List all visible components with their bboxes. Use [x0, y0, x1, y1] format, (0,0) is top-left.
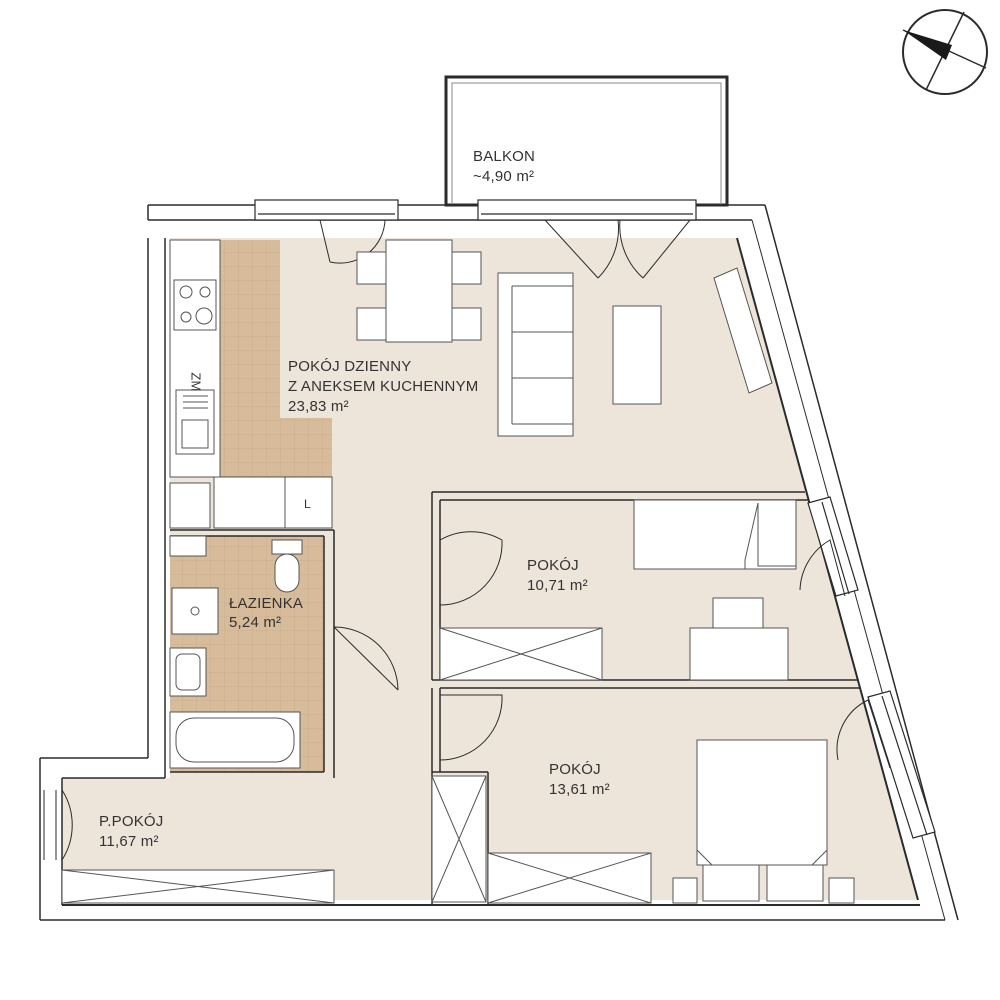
kitchen-tiles	[220, 240, 332, 477]
desk	[689, 627, 789, 681]
doors	[61, 219, 891, 861]
tv-cabinet	[713, 267, 773, 394]
pillow	[702, 864, 760, 902]
balcony-name: BALKON	[473, 148, 536, 165]
coffee-table	[612, 305, 662, 405]
washer	[169, 535, 207, 557]
north-arrow-icon	[902, 9, 988, 95]
bathroom-name: ŁAZIENKA	[229, 595, 304, 612]
living-room-name-line2: Z ANEKSEM KUCHENNYM	[288, 378, 479, 395]
right-windows	[807, 496, 936, 839]
living-room-area: 23,83 m²	[288, 398, 349, 415]
chair	[356, 307, 387, 341]
hall-furniture	[61, 775, 487, 904]
chair	[451, 251, 482, 285]
room1-area: 10,71 m²	[527, 577, 588, 594]
toilet-tank	[271, 539, 303, 555]
room2-name: POKÓJ	[549, 761, 601, 778]
sofa	[497, 272, 574, 437]
dining-set	[356, 239, 482, 343]
desk-chair	[712, 597, 764, 629]
burner-icon	[180, 311, 192, 323]
burner-icon	[195, 307, 213, 325]
bathroom-fixtures	[169, 539, 303, 769]
room2-area: 13,61 m²	[549, 781, 610, 798]
cabinet-label: L	[304, 497, 311, 511]
burner-icon	[199, 286, 211, 298]
kitchen-cabinet	[169, 482, 211, 529]
bathroom-area: 5,24 m²	[229, 614, 282, 631]
living-room-name-line1: POKÓJ DZIENNY	[288, 358, 412, 375]
balcony-area: ~4,90 m²	[473, 168, 535, 185]
pillow	[766, 864, 824, 902]
chair	[451, 307, 482, 341]
kitchen-fixtures	[169, 239, 333, 557]
stove	[173, 279, 217, 331]
nightstand	[828, 877, 855, 904]
hall-area: 11,67 m²	[99, 833, 159, 850]
double-bed	[696, 739, 828, 866]
fridge-label: ZM	[188, 372, 204, 392]
tall-cabinet	[213, 476, 333, 529]
lounge-set	[497, 267, 773, 437]
top-windows	[254, 199, 697, 221]
dining-table	[385, 239, 453, 343]
room2-furniture	[487, 739, 855, 904]
nightstand	[672, 877, 698, 904]
room1-furniture	[439, 499, 797, 681]
room1-name: POKÓJ	[527, 557, 579, 574]
shower-drain	[171, 587, 219, 635]
toilet	[274, 553, 300, 593]
chair	[356, 251, 387, 285]
hall-name: P.POKÓJ	[99, 813, 164, 830]
burner-icon	[179, 285, 193, 299]
